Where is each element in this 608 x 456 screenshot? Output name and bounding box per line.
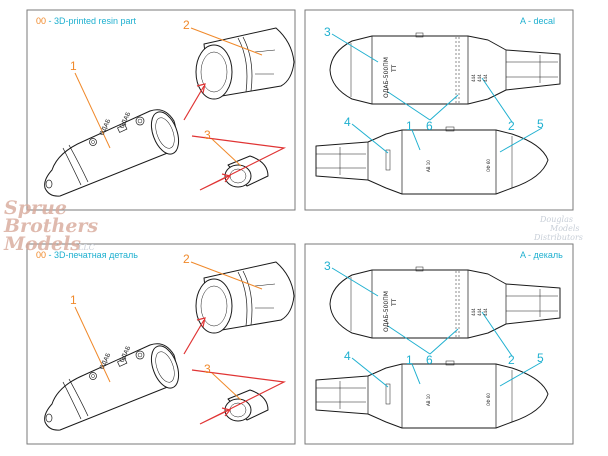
top-right-callout-6: 6	[426, 119, 433, 133]
bottom-right-designation: ОДАБ-500ПМ	[383, 291, 390, 332]
top-left-callout-3: 3	[204, 128, 211, 142]
bottom-right-panel-content: A - декаль 3 6 2 4 1 5 ОДАБ-500ПМ ТТ 444…	[315, 250, 563, 429]
top-right-callout-3: 3	[324, 25, 331, 39]
svg-text:Brothers: Brothers	[3, 215, 98, 237]
bottom-right-fuze-label: ОФ 60	[486, 393, 491, 406]
svg-text:Douglas: Douglas	[539, 215, 573, 224]
bottom-right-weight-row-1: 444	[471, 308, 476, 316]
svg-text:Distributors: Distributors	[533, 233, 583, 242]
top-right-decal-tag: A - decal	[520, 16, 555, 26]
top-left-callout-1: 1	[70, 59, 77, 73]
top-right-callout-5: 5	[537, 117, 544, 131]
bottom-left-callout-2: 2	[183, 252, 190, 266]
panel-top-right	[304, 9, 574, 211]
watermark-douglas-models: Douglas Models Distributors	[533, 215, 583, 242]
bottom-right-weight-row-2: 444	[477, 308, 482, 316]
bottom-right-serial: АВ 10	[426, 394, 431, 406]
top-right-weight-row-1: 444	[471, 74, 476, 82]
panel-top-left	[26, 9, 296, 211]
svg-text:Sprue: Sprue	[4, 197, 67, 219]
top-right-serial: АВ 10	[426, 160, 431, 172]
bottom-right-callout-5: 5	[537, 351, 544, 365]
panel-bottom-right	[304, 243, 574, 445]
svg-text:Models: Models	[3, 233, 81, 255]
bottom-right-callout-4: 4	[344, 349, 351, 363]
bottom-right-filling: ТТ	[391, 298, 398, 307]
top-right-callout-1: 1	[406, 119, 413, 133]
top-right-filling: ТТ	[391, 64, 398, 73]
bottom-left-caption: 00 - 3D-печатная деталь	[36, 250, 138, 260]
bottom-right-callout-2: 2	[508, 353, 515, 367]
top-left-callout-2: 2	[183, 18, 190, 32]
svg-text:Models: Models	[549, 224, 580, 233]
svg-text:LLC: LLC	[77, 243, 95, 252]
top-right-designation: ОДАБ-500ПМ	[383, 57, 390, 98]
top-right-fuze-label: ОФ 60	[486, 159, 491, 172]
bottom-right-callout-1: 1	[406, 353, 413, 367]
top-right-panel-content: A - decal 3 6 2 4 1 5 ОДАБ-500ПМ ТТ 444 …	[315, 16, 561, 195]
top-right-callout-4: 4	[344, 115, 351, 129]
top-left-panel-content: 00 - 3D-printed resin part 1 2 3 ОДАБ ОД…	[36, 16, 295, 197]
top-right-callout-2: 2	[508, 119, 515, 133]
top-right-weight-row-2: 444	[477, 74, 482, 82]
bottom-right-callout-6: 6	[426, 353, 433, 367]
bottom-right-weight-row-3: 444	[483, 308, 488, 316]
bottom-left-callout-1: 1	[70, 293, 77, 307]
bottom-right-callout-3: 3	[324, 259, 331, 273]
bottom-left-panel-content: 00 - 3D-печатная деталь 1 2 3 ОДАБ ОДАБ	[36, 250, 295, 431]
top-left-caption: 00 - 3D-printed resin part	[36, 16, 137, 26]
watermark-sprue-brothers: Sprue Brothers Models LLC	[3, 197, 98, 255]
panel-bottom-left	[26, 243, 296, 445]
bottom-left-callout-3: 3	[204, 362, 211, 376]
top-right-weight-row-3: 444	[483, 74, 488, 82]
bottom-right-decal-tag: A - декаль	[520, 250, 563, 260]
